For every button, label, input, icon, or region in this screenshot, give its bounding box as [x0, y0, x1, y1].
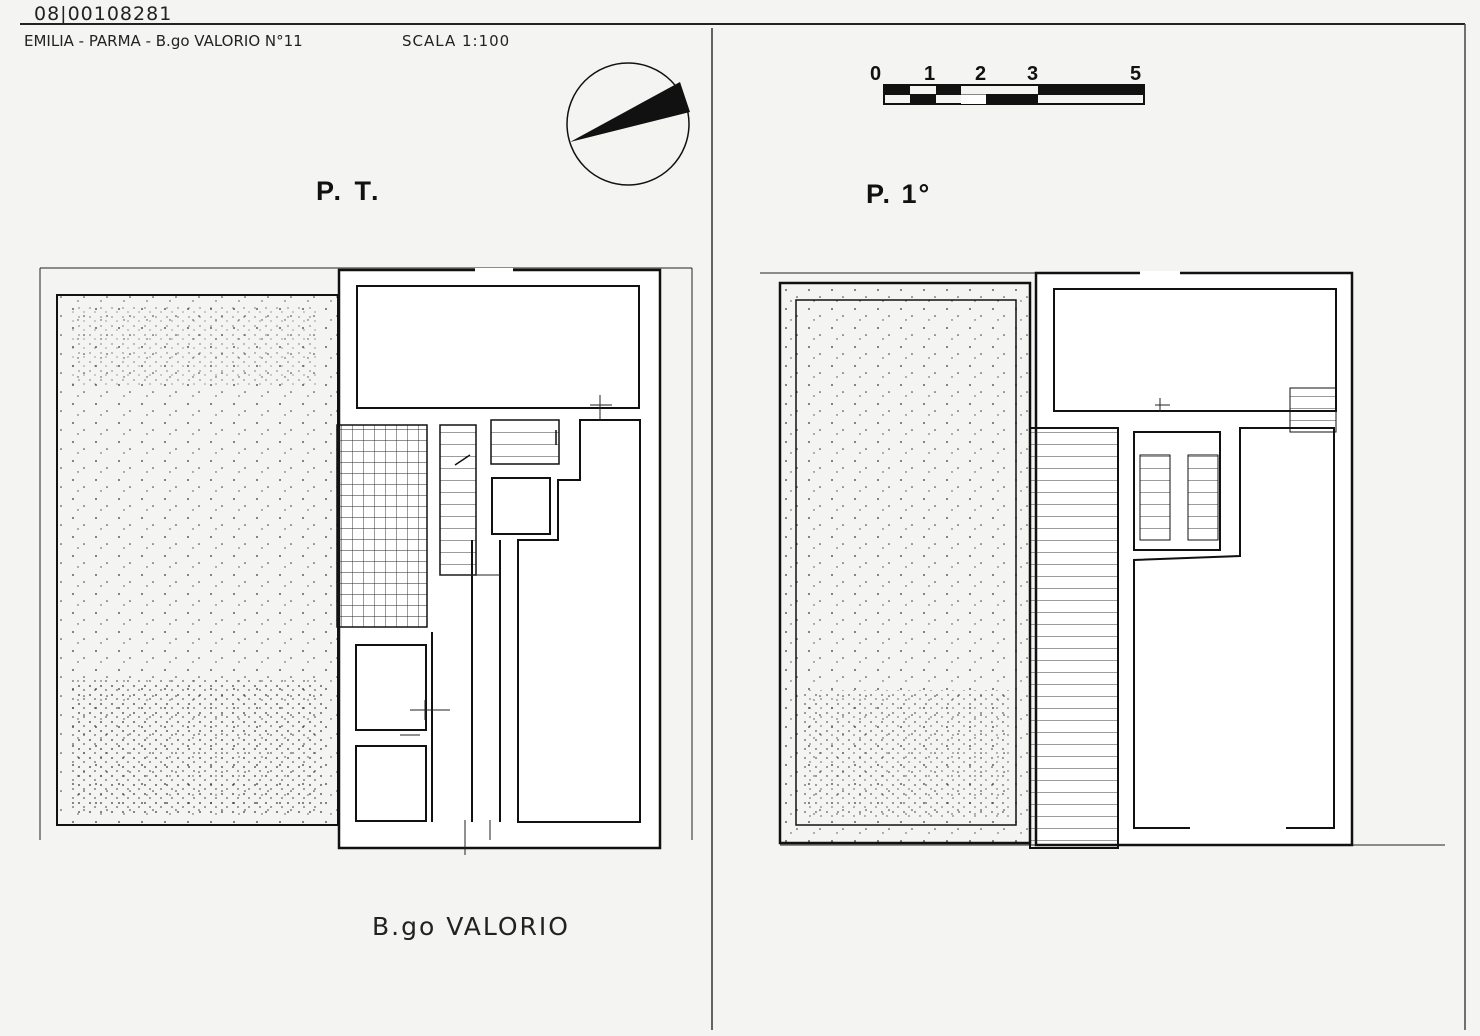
scale-bar-tick-1: 1 [924, 63, 935, 85]
scale-label: SCALA 1:100 [402, 32, 510, 50]
staircase [439, 424, 477, 576]
scale-bar-tick-0: 0 [870, 63, 881, 85]
ground-floor-plan [39, 267, 693, 855]
portico [336, 424, 428, 628]
stair-core [1133, 431, 1221, 551]
scale-bar-tick-3: 3 [1027, 63, 1038, 85]
first-floor-label: P. 1° [866, 179, 931, 209]
location-label: EMILIA - PARMA - B.go VALORIO N°11 [24, 32, 303, 50]
scale-bar-tick-5: 5 [1130, 63, 1141, 85]
compass-icon [566, 62, 690, 186]
room [355, 745, 427, 822]
room [491, 477, 551, 535]
room [1053, 288, 1337, 412]
room [355, 644, 427, 731]
catalog-number: 08|00108281 [34, 3, 172, 25]
room [517, 419, 641, 823]
street-label: B.go VALORIO [372, 912, 570, 941]
ground-floor-label: P. T. [316, 176, 382, 206]
staircase [490, 419, 560, 465]
room [356, 285, 640, 409]
scale-bar-tick-2: 2 [975, 63, 986, 85]
first-floor-plan [760, 271, 1445, 849]
staircase [1029, 427, 1119, 849]
scale-bar: 0 1 2 3 5 [870, 63, 1145, 105]
